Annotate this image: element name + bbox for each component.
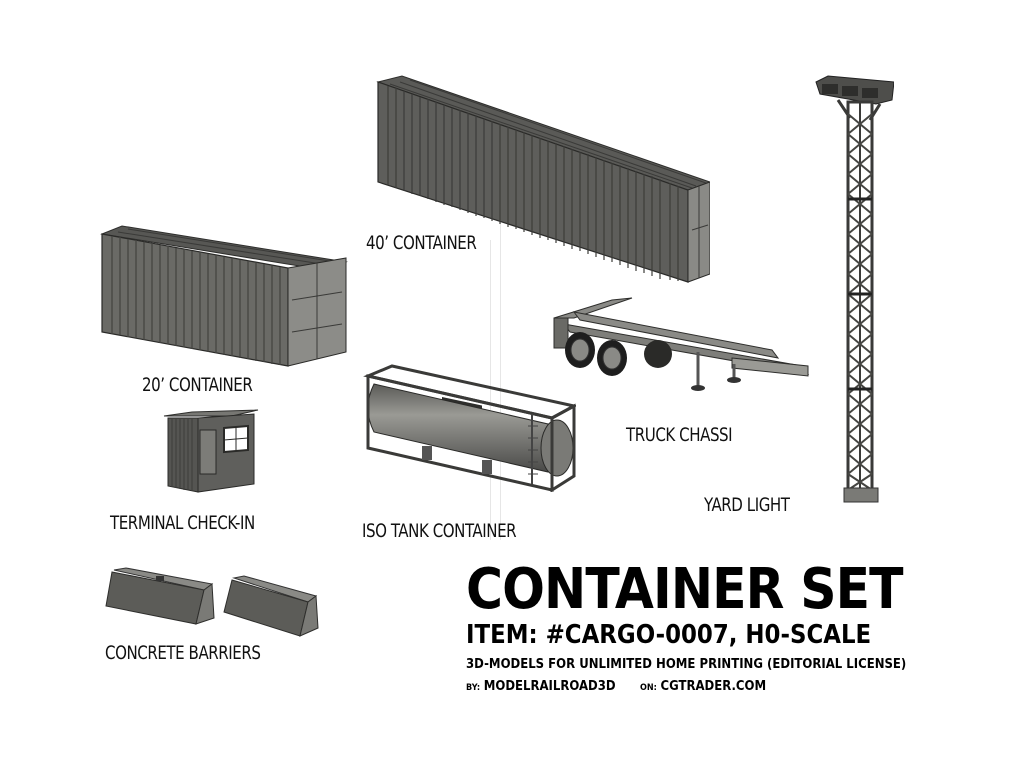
truck-chassi-label: TRUCK CHASSI: [626, 424, 733, 446]
marketplace-credit: ON:CGTRADER.COM: [640, 679, 766, 694]
container-40-label: 40’ CONTAINER: [366, 232, 477, 254]
author-credit: BY:MODELRAILROAD3D: [466, 679, 616, 694]
terminal-checkin-label: TERMINAL CHECK-IN: [110, 512, 255, 534]
product-item-number: ITEM: #CARGO-0007, H0-SCALE: [466, 620, 872, 650]
yard-light-model: [815, 75, 894, 503]
container-40-model: [376, 75, 710, 283]
marketplace-name: CGTRADER.COM: [660, 679, 767, 694]
iso-tank-label: ISO TANK CONTAINER: [362, 520, 517, 542]
license-text: 3D-MODELS FOR UNLIMITED HOME PRINTING (E…: [466, 657, 907, 672]
truck-chassi-model: [553, 297, 810, 391]
iso-tank-model: [363, 364, 576, 492]
container-20-label: 20’ CONTAINER: [142, 374, 253, 396]
by-prefix: BY:: [466, 683, 481, 693]
author-name: MODELRAILROAD3D: [483, 679, 616, 694]
concrete-barriers-model: [105, 567, 319, 637]
on-prefix: ON:: [640, 683, 657, 693]
product-title: CONTAINER SET: [466, 557, 904, 622]
container-20-model: [100, 225, 348, 367]
terminal-checkin-model: [163, 409, 259, 493]
guide-line: [490, 240, 491, 540]
yard-light-label: YARD LIGHT: [704, 494, 790, 516]
guide-line: [500, 180, 501, 540]
concrete-barriers-label: CONCRETE BARRIERS: [105, 642, 261, 664]
